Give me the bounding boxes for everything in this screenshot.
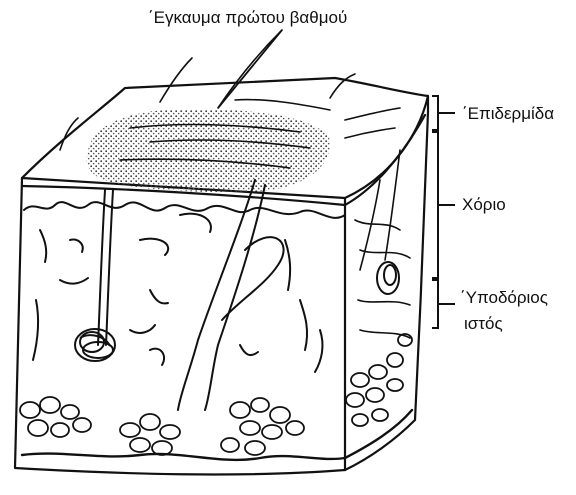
subcutaneous-label-line2: ιστός [464, 314, 503, 334]
diagram-title: ΄Εγκαυμα πρώτου βαθμού [148, 8, 347, 28]
subcutaneous-label-line1: ΄Υποδόριος [460, 288, 548, 308]
epidermis-bracket [432, 96, 438, 130]
hair [160, 58, 192, 102]
title-pointer [218, 30, 282, 108]
epidermis-label: ΄Επιδερμίδα [462, 104, 554, 124]
layer-brackets [432, 96, 455, 328]
sweat-gland [75, 262, 399, 361]
dermis-label: Χόριο [462, 195, 506, 215]
subcutaneous-bracket [432, 280, 438, 328]
burn-area [87, 110, 330, 192]
dermis-bracket [432, 132, 438, 278]
